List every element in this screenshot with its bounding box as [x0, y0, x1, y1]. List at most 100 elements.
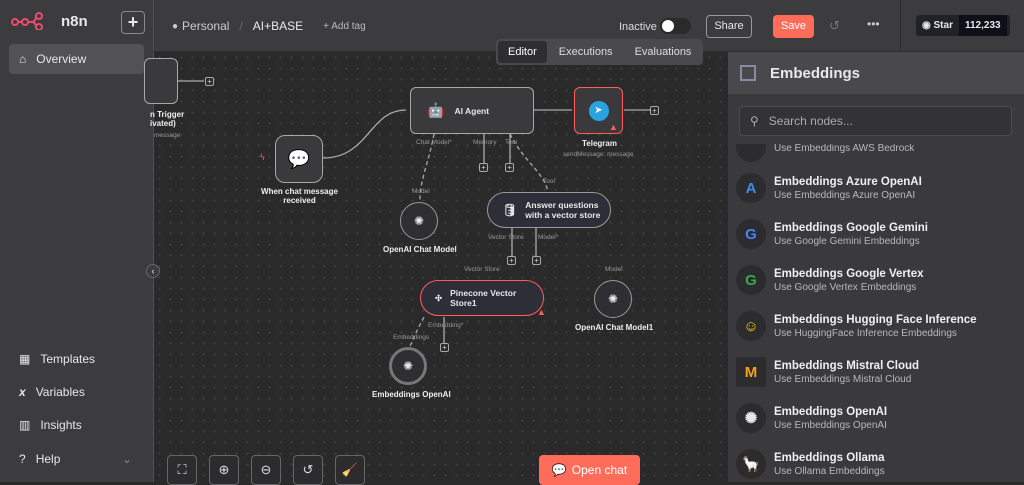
aws-icon [736, 144, 766, 162]
list-item[interactable]: Use Embeddings AWS Bedrock [728, 144, 1024, 170]
node-title: Answer questions with a vector store [525, 199, 601, 220]
workflow-name[interactable]: AI+BASE [252, 19, 304, 33]
add-tag-button[interactable]: + Add tag [323, 20, 366, 32]
ollama-icon: 🦙 [736, 449, 766, 479]
pinecone-node[interactable]: ✣ Pinecone Vector Store1 [420, 280, 544, 316]
user-icon: ● [172, 20, 179, 32]
history-icon[interactable]: ↺ [829, 18, 840, 33]
search-icon: ⚲ [750, 114, 759, 128]
active-toggle[interactable] [660, 18, 691, 34]
chat-trigger-label: When chat message received [261, 187, 338, 205]
share-button[interactable]: Share [706, 15, 752, 38]
trigger-node[interactable] [144, 58, 178, 104]
vector-store-tool-node[interactable]: 🛢 Answer questions with a vector store [487, 192, 611, 228]
item-title: Embeddings Ollama [774, 451, 885, 464]
chat-trigger-node[interactable]: 💬 [275, 135, 323, 183]
n8n-logo[interactable]: n8n [11, 12, 88, 30]
breadcrumb-project[interactable]: ●Personal [172, 19, 229, 33]
add-node-button[interactable]: + [650, 106, 659, 115]
telegram-icon: ➤ [588, 100, 609, 121]
project-name: Personal [182, 19, 230, 33]
add-model-button[interactable]: + [532, 256, 541, 265]
open-chat-button[interactable]: 💬Open chat [539, 455, 640, 485]
item-desc: Use Google Gemini Embeddings [774, 235, 920, 247]
save-button[interactable]: Save [773, 15, 814, 38]
divider [900, 0, 901, 52]
tidy-up-button[interactable]: 🧹 [335, 455, 365, 485]
breadcrumb-separator: / [239, 19, 243, 33]
sidebar-item-templates[interactable]: ▦Templates [9, 344, 144, 374]
breadcrumb: ●Personal / AI+BASE + Add tag [172, 19, 366, 33]
warning-icon: ▲ [609, 122, 618, 132]
add-vector-store-button[interactable]: + [507, 256, 516, 265]
connection [509, 133, 549, 193]
app-name: n8n [61, 12, 88, 30]
node-label: Embeddings OpenAI [372, 390, 451, 399]
item-desc: Use Google Vertex Embeddings [774, 281, 917, 293]
add-tool-button[interactable]: + [505, 163, 514, 172]
connection [443, 134, 537, 343]
telegram-node[interactable]: ➤ [574, 87, 623, 134]
variables-icon: x [19, 385, 26, 399]
port-label: Model [605, 266, 623, 273]
tab-editor[interactable]: Editor [498, 41, 547, 63]
search-nodes-input[interactable]: ⚲Search nodes... [739, 106, 1012, 136]
create-button[interactable]: + [121, 11, 145, 34]
pinecone-icon: ✣ [435, 292, 443, 303]
sidebar-item-insights[interactable]: ▥Insights [9, 410, 144, 440]
trigger-bolt-icon: ϟ [260, 152, 265, 162]
add-memory-button[interactable]: + [479, 163, 488, 172]
openai-chat-model1-node[interactable]: ✺ [594, 280, 632, 318]
warning-icon: ▲ [537, 307, 546, 317]
home-icon: ⌂ [19, 52, 27, 66]
ai-agent-node[interactable]: 🤖AI Agent [410, 87, 534, 134]
sidebar-item-overview[interactable]: ⌂Overview [9, 44, 144, 74]
google-icon: G [736, 265, 766, 295]
item-title: Embeddings OpenAI [774, 405, 888, 418]
more-options-icon[interactable]: ••• [867, 17, 880, 31]
collapse-sidebar-button[interactable]: ‹ [146, 264, 160, 278]
fit-view-button[interactable]: ⛶ [167, 455, 197, 485]
sidebar-item-help[interactable]: ?Help⌄ [9, 444, 144, 474]
zoom-out-button[interactable]: ⊖ [251, 455, 281, 485]
item-title: Embeddings Hugging Face Inference [774, 313, 977, 326]
port-label: Model* [538, 234, 559, 241]
open-chat-label: Open chat [571, 463, 628, 477]
openai-chat-model-node[interactable]: ✺ [400, 202, 438, 240]
node-creator-panel: Embeddings ⚲Search nodes... Use Embeddin… [728, 52, 1024, 482]
connection [322, 109, 407, 159]
database-icon: 🛢 [502, 202, 518, 217]
node-title: Pinecone Vector Store1 [450, 287, 517, 308]
add-embedding-button[interactable]: + [440, 343, 449, 352]
port-label: Tool [543, 178, 555, 185]
sidebar-item-label: Insights [40, 418, 82, 432]
reset-zoom-button[interactable]: ↺ [293, 455, 323, 485]
github-star-button[interactable]: ◉ Star 112,233 [916, 15, 1010, 36]
port-label: Embeddings [393, 334, 430, 341]
zoom-in-button[interactable]: ⊕ [209, 455, 239, 485]
item-title: Embeddings Mistral Cloud [774, 359, 920, 372]
item-desc: Use HuggingFace Inference Embeddings [774, 327, 957, 339]
add-node-button[interactable]: + [205, 77, 214, 86]
embeddings-openai-node[interactable]: ✺ [389, 347, 427, 385]
item-desc: Use Embeddings AWS Bedrock [774, 144, 915, 154]
tab-executions[interactable]: Executions [558, 46, 613, 58]
telegram-sub: sendMessage: message [563, 151, 634, 158]
tab-evaluations[interactable]: Evaluations [634, 46, 692, 58]
view-tabs: Editor Executions Evaluations [496, 39, 704, 65]
chat-icon: 💬 [287, 148, 311, 169]
port-label: Model [412, 188, 430, 195]
node-title: AI Agent [454, 105, 490, 116]
